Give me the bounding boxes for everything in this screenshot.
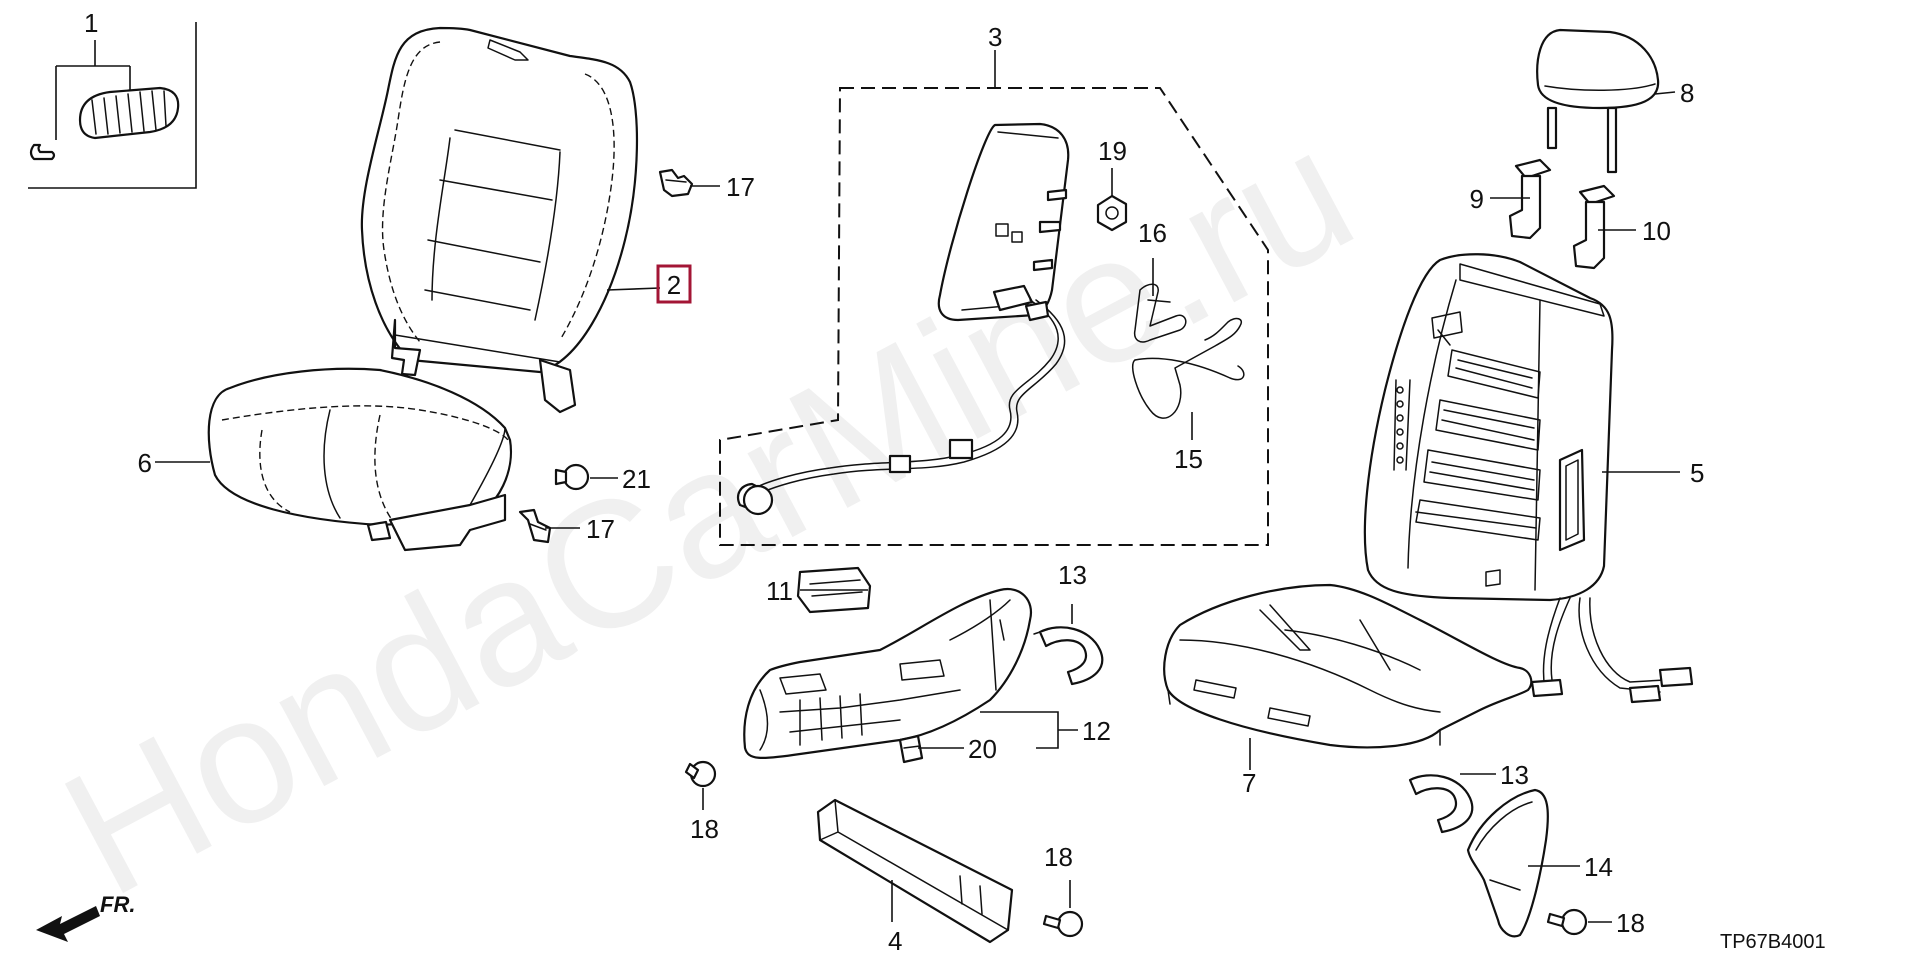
front-arrow-icon [36, 906, 100, 942]
part-5-seat-back-pad[interactable] [1363, 253, 1614, 602]
callout-18-left[interactable]: 18 [690, 814, 719, 844]
callout-21[interactable]: 21 [622, 464, 651, 494]
callout-18-center[interactable]: 18 [1044, 842, 1073, 872]
callout-10[interactable]: 10 [1642, 216, 1671, 246]
part-13-cover-lower[interactable] [1408, 774, 1474, 834]
callout-11[interactable]: 11 [766, 576, 793, 606]
callout-15[interactable]: 15 [1174, 444, 1203, 474]
part-17-clip-upper[interactable] [658, 168, 694, 198]
part-12-outer-trim-cover[interactable] [743, 587, 1033, 760]
part-9-headrest-guide[interactable] [1508, 158, 1552, 240]
part-13-cover-upper[interactable] [1033, 626, 1104, 686]
diagram-code: TP67B4001 [1720, 931, 1826, 953]
airbag-wire-harness[interactable] [736, 299, 1066, 516]
part-1-rubber-sleeve[interactable] [78, 86, 180, 140]
callout-3[interactable]: 3 [988, 22, 1002, 52]
callout-14[interactable]: 14 [1584, 852, 1613, 882]
part-4-trim-bar[interactable] [816, 798, 1014, 944]
watermark-text: HondaCarMine.ru [34, 90, 1383, 934]
direction-label: FR. [100, 892, 135, 917]
part-1-group [28, 22, 197, 189]
part-8-headrest[interactable] [1536, 28, 1660, 174]
callout-12[interactable]: 12 [1082, 716, 1111, 746]
part-1-clip[interactable] [29, 143, 56, 161]
callout-17-upper[interactable]: 17 [726, 172, 755, 202]
callout-16[interactable]: 16 [1138, 218, 1167, 248]
part-16-wire-clip[interactable] [1133, 283, 1187, 343]
callout-18-right[interactable]: 18 [1616, 908, 1645, 938]
callout-9[interactable]: 9 [1470, 184, 1484, 214]
part-20-clip[interactable] [898, 734, 924, 764]
part-15-spring-wire[interactable] [1131, 317, 1245, 419]
callout-2-highlight-box[interactable] [656, 264, 692, 304]
callout-13-upper[interactable]: 13 [1058, 560, 1087, 590]
callout-17-lower[interactable]: 17 [586, 514, 615, 544]
callout-7[interactable]: 7 [1242, 768, 1256, 798]
part-7-seat-cushion-pad[interactable] [1163, 583, 1533, 749]
callout-13-lower[interactable]: 13 [1500, 760, 1529, 790]
part-10-headrest-guide[interactable] [1572, 184, 1616, 270]
part-14-reclining-cover[interactable] [1466, 788, 1549, 938]
callout-6[interactable]: 6 [138, 448, 152, 478]
part-17-clip-lower[interactable] [518, 508, 552, 544]
callout-1[interactable]: 1 [84, 8, 98, 38]
callout-5[interactable]: 5 [1690, 458, 1704, 488]
callout-2[interactable]: 2 [667, 270, 681, 300]
leader-lines [155, 50, 1680, 923]
callout-19[interactable]: 19 [1098, 136, 1127, 166]
callout-8[interactable]: 8 [1680, 78, 1694, 108]
part-5-wire-harness[interactable] [1530, 597, 1694, 704]
callout-4[interactable]: 4 [888, 926, 902, 956]
part-6-seat-cushion[interactable] [207, 367, 512, 552]
part-2-seat-back[interactable] [360, 26, 639, 414]
part-5-lumbar-grille [1393, 311, 1586, 587]
front-direction-indicator: FR. [36, 892, 135, 942]
callout-20[interactable]: 20 [968, 734, 997, 764]
part-19-nut[interactable] [1096, 194, 1128, 232]
part-18-screw-b[interactable] [1042, 910, 1084, 938]
side-airbag-module[interactable] [937, 122, 1070, 322]
part-18-screw-c[interactable] [1546, 908, 1588, 936]
part-21-bolt[interactable] [554, 463, 590, 491]
part-18-screw-a[interactable] [684, 760, 717, 788]
part-1-frame [28, 22, 197, 189]
part-3-group-boundary [719, 87, 1269, 546]
callout-labels: 1 3 4 5 6 7 8 9 10 11 12 13 13 14 15 16 … [84, 8, 1704, 956]
part-1-leaders [55, 40, 131, 140]
